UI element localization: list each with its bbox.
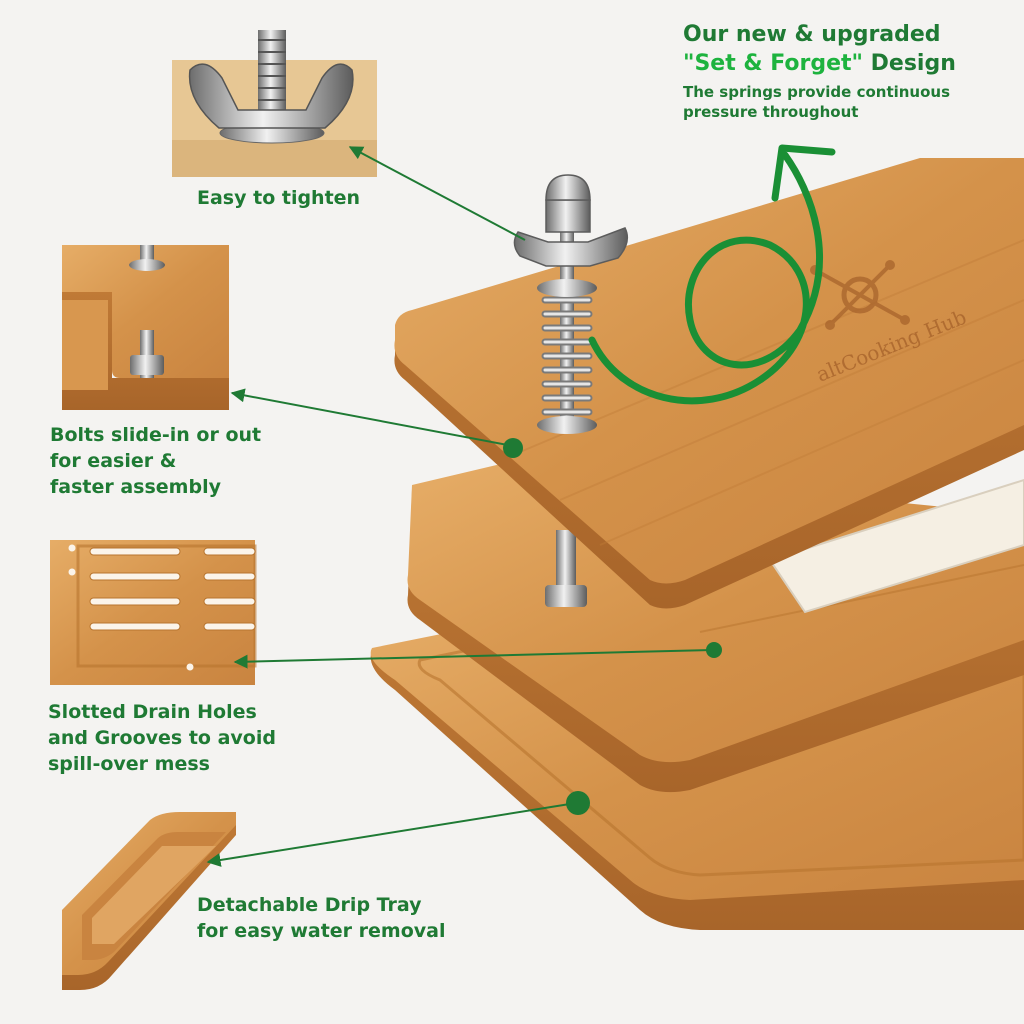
headline-block: Our new & upgraded "Set & Forget" Design…: [683, 20, 956, 122]
inset-wing-nut: [172, 30, 377, 177]
headline-subtitle-line-1: The springs provide continuous: [683, 83, 951, 101]
callout-dots: [503, 438, 722, 815]
feature-easy-to-tighten: Easy to tighten: [197, 187, 361, 209]
inset-drip-tray: [62, 812, 236, 990]
headline-line-2: "Set & Forget" Design: [683, 49, 956, 78]
spring-bolt-assembly: [513, 174, 629, 434]
headline-subtitle-line-2: pressure throughout: [683, 103, 859, 121]
swirl-arrowhead: [771, 144, 836, 202]
headline-line-2-rest: Design: [863, 51, 956, 76]
lower-bolt: [545, 530, 587, 607]
feature-bolts-slide: Bolts slide-in or out for easier & faste…: [50, 424, 262, 498]
inset-slotted-board: [50, 540, 257, 685]
tofu-block: [768, 478, 1024, 614]
inset-bolt-assembly: [62, 244, 229, 411]
callout-lines: [206, 146, 713, 867]
headline-line-1: Our new & upgraded: [683, 22, 941, 47]
spring-icon: [541, 296, 593, 416]
set-and-forget-swirl-arrow: [588, 151, 823, 405]
brand-logo-engraving: [810, 260, 910, 330]
feature-drip-tray: Detachable Drip Tray for easy water remo…: [197, 894, 446, 942]
headline-highlight: "Set & Forget": [683, 51, 863, 76]
feature-slotted-drain: Slotted Drain Holes and Grooves to avoid…: [48, 701, 276, 775]
